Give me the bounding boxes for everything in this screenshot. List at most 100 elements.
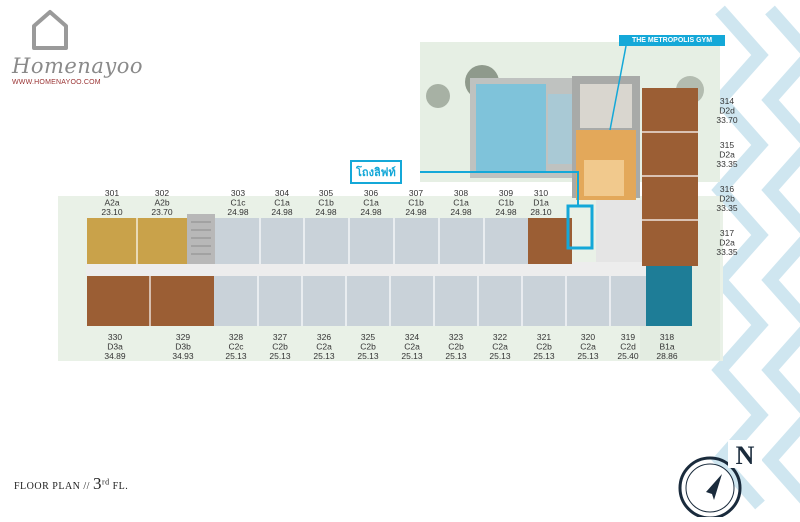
floor-plan-prefix: FLOOR PLAN // bbox=[14, 481, 93, 492]
floor-plan-title: FLOOR PLAN // 3rd FL. bbox=[14, 474, 128, 494]
unit-top-label-area: 24.98 bbox=[495, 207, 517, 217]
unit-bottom-label-type: C2a bbox=[316, 342, 332, 352]
unit-bottom-label-area: 25.40 bbox=[617, 351, 639, 361]
unit-bottom-label-type: C2c bbox=[228, 342, 244, 352]
unit-bottom-label-no: 328 bbox=[229, 332, 243, 342]
compass-north-label: N bbox=[736, 441, 755, 470]
unit-bottom-label-no: 318 bbox=[660, 332, 674, 342]
unit-bottom-label-no: 324 bbox=[405, 332, 419, 342]
unit-bottom-label-area: 25.13 bbox=[357, 351, 379, 361]
unit-bottom-label-type: C2b bbox=[536, 342, 552, 352]
unit-block-314-317[interactable] bbox=[642, 88, 698, 266]
unit-bottom-label-area: 34.89 bbox=[104, 351, 126, 361]
lift-leader-line bbox=[420, 171, 579, 206]
unit-top-label-no: 308 bbox=[454, 188, 468, 198]
unit-bottom-label-no: 329 bbox=[176, 332, 190, 342]
unit-bottom-label-area: 25.13 bbox=[533, 351, 555, 361]
unit-top-label-no: 301 bbox=[105, 188, 119, 198]
unit-bottom-label-area: 25.13 bbox=[313, 351, 335, 361]
unit-right-label-no: 316 bbox=[720, 184, 734, 194]
labels-bottom-row: 330D3a34.89329D3b34.93328C2c25.13327C2b2… bbox=[104, 332, 678, 361]
unit-top-label-no: 309 bbox=[499, 188, 513, 198]
unit-right-label-type: D2a bbox=[719, 238, 735, 248]
unit-top-label-type: C1a bbox=[453, 198, 469, 208]
unit-top-label-type: A2a bbox=[104, 198, 119, 208]
unit-top-label-type: D1a bbox=[533, 198, 549, 208]
unit-bottom-label-no: 319 bbox=[621, 332, 635, 342]
unit-bottom-label-no: 330 bbox=[108, 332, 122, 342]
unit-bottom-label-area: 25.13 bbox=[577, 351, 599, 361]
unit-top-label-type: C1a bbox=[274, 198, 290, 208]
unit-right-label-type: D2b bbox=[719, 194, 735, 204]
unit-top-label-type: A2b bbox=[154, 198, 169, 208]
unit-bottom-label-area: 25.13 bbox=[225, 351, 247, 361]
unit-bottom-label-type: D3b bbox=[175, 342, 191, 352]
unit-bottom-label-no: 327 bbox=[273, 332, 287, 342]
floor-fl: FL. bbox=[109, 481, 129, 492]
floor-number: 3 bbox=[92, 474, 102, 493]
unit-top-label-area: 24.98 bbox=[405, 207, 427, 217]
gym-callout: THE METROPOLIS GYM bbox=[619, 35, 725, 46]
unit-top-label-no: 305 bbox=[319, 188, 333, 198]
units-top-row bbox=[87, 218, 572, 264]
unit-top-label-area: 24.98 bbox=[360, 207, 382, 217]
unit-top-label-type: C1b bbox=[318, 198, 334, 208]
unit-right-label-area: 33.35 bbox=[716, 247, 738, 257]
unit-top-label-area: 23.10 bbox=[101, 207, 123, 217]
unit-top-label-no: 310 bbox=[534, 188, 548, 198]
labels-right-wing: 314D2d33.70315D2a33.35316D2b33.35317D2a3… bbox=[716, 96, 738, 257]
core-area bbox=[86, 200, 646, 276]
unit-block-310[interactable] bbox=[528, 218, 572, 264]
gym-leader-line bbox=[609, 45, 627, 131]
unit-top-label-area: 24.98 bbox=[271, 207, 293, 217]
units-right-wing bbox=[642, 88, 698, 266]
unit-top-label-no: 307 bbox=[409, 188, 423, 198]
unit-bottom-label-type: C2a bbox=[580, 342, 596, 352]
unit-top-label-type: C1a bbox=[363, 198, 379, 208]
unit-bottom-label-area: 25.13 bbox=[401, 351, 423, 361]
unit-bottom-label-no: 326 bbox=[317, 332, 331, 342]
unit-right-label-type: D2a bbox=[719, 150, 735, 160]
gym-area bbox=[572, 76, 640, 200]
unit-block-318[interactable] bbox=[646, 266, 692, 326]
unit-bottom-label-type: C2a bbox=[404, 342, 420, 352]
chevron-decoration bbox=[711, 5, 800, 510]
unit-right-label-area: 33.70 bbox=[716, 115, 738, 125]
unit-top-label-type: C1b bbox=[498, 198, 514, 208]
unit-bottom-label-type: D3a bbox=[107, 342, 123, 352]
unit-top-label-no: 302 bbox=[155, 188, 169, 198]
unit-right-label-no: 315 bbox=[720, 140, 734, 150]
unit-bottom-label-area: 25.13 bbox=[269, 351, 291, 361]
unit-bottom-label-type: C2b bbox=[448, 342, 464, 352]
unit-block-319-328[interactable] bbox=[214, 276, 646, 326]
unit-bottom-label-area: 34.93 bbox=[172, 351, 194, 361]
unit-bottom-label-type: C2b bbox=[360, 342, 376, 352]
unit-bottom-label-type: B1a bbox=[659, 342, 674, 352]
unit-top-label-no: 306 bbox=[364, 188, 378, 198]
north-arrow-icon bbox=[706, 474, 722, 500]
unit-top-label-area: 24.98 bbox=[450, 207, 472, 217]
labels-top-row: 301A2a23.10302A2b23.70303C1c24.98304C1a2… bbox=[101, 188, 552, 217]
lift-hall-box[interactable] bbox=[566, 204, 594, 250]
swimming-pool bbox=[476, 84, 546, 172]
house-logo-icon bbox=[32, 10, 68, 50]
unit-bottom-label-no: 325 bbox=[361, 332, 375, 342]
lift-hall-callout: โถงลิฟท์ bbox=[350, 160, 402, 184]
unit-bottom-label-type: C2a bbox=[492, 342, 508, 352]
unit-block-303-309[interactable] bbox=[215, 218, 528, 264]
unit-right-label-no: 317 bbox=[720, 228, 734, 238]
unit-bottom-label-no: 321 bbox=[537, 332, 551, 342]
unit-right-label-no: 314 bbox=[720, 96, 734, 106]
unit-top-label-type: C1c bbox=[230, 198, 246, 208]
unit-bottom-label-area: 25.13 bbox=[445, 351, 467, 361]
unit-bottom-label-no: 323 bbox=[449, 332, 463, 342]
unit-bottom-label-area: 25.13 bbox=[489, 351, 511, 361]
unit-bottom-label-area: 28.86 bbox=[656, 351, 678, 361]
unit-top-label-area: 24.98 bbox=[315, 207, 337, 217]
unit-right-label-area: 33.35 bbox=[716, 159, 738, 169]
pool-deck bbox=[470, 78, 580, 178]
unit-top-label-no: 304 bbox=[275, 188, 289, 198]
unit-top-label-no: 303 bbox=[231, 188, 245, 198]
